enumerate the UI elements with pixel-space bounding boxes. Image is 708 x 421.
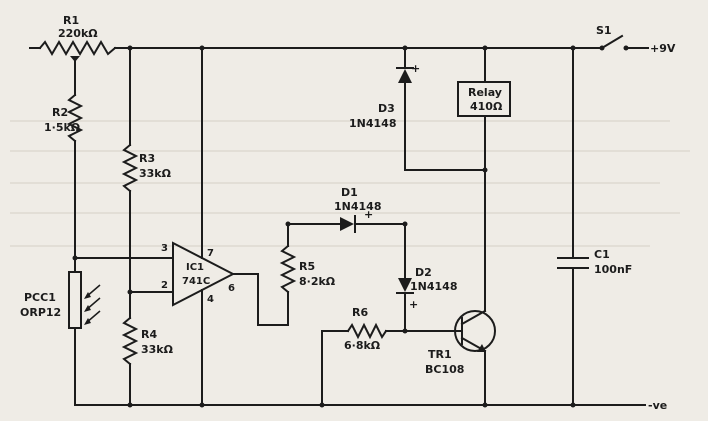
junction-r6-d2: [402, 328, 408, 334]
transistor-tr1: [454, 169, 496, 406]
opamp-output-wire: [232, 273, 289, 326]
junction-relay-collector: [482, 167, 488, 173]
supply-label: +9V: [650, 42, 676, 55]
r5-label: R5: [299, 260, 315, 273]
tr1-value: BC108: [425, 363, 464, 376]
resistor-r6: [321, 322, 463, 406]
switch-s1: [599, 34, 629, 51]
resistor-r1: [38, 40, 117, 65]
r1-label: R1: [63, 14, 79, 27]
c1-value: 100nF: [594, 263, 632, 276]
d1-label: D1: [341, 186, 358, 199]
d2-value: 1N4148: [410, 280, 457, 293]
c1-label: C1: [594, 248, 610, 261]
pcc1-label: PCC1: [24, 291, 56, 304]
r5-value: 8·2kΩ: [299, 275, 336, 288]
relay-value: 410Ω: [470, 100, 503, 113]
pin3-label: 3: [161, 243, 168, 254]
tr1-label: TR1: [428, 348, 452, 361]
resistor-r2: [66, 61, 84, 259]
junction-dots: [72, 45, 576, 408]
r3-value: 33kΩ: [139, 167, 172, 180]
d1-value: 1N4148: [334, 200, 381, 213]
r4-label: R4: [141, 328, 157, 341]
r1-value: 220kΩ: [58, 27, 98, 40]
r3-label: R3: [139, 152, 155, 165]
capacitor-c1: [557, 47, 589, 406]
d1-plus: +: [364, 208, 373, 221]
relay-label: Relay: [468, 86, 502, 99]
photoresistor-pcc1: [68, 257, 101, 406]
pin2-label: 2: [161, 280, 168, 291]
ic1-bottom-label: 741C: [182, 276, 210, 287]
r2-value: 1·5kΩ: [44, 121, 81, 134]
background-bleed-text: [10, 120, 690, 247]
d2-label: D2: [415, 266, 432, 279]
resistor-r3: [121, 47, 139, 319]
d3-value: 1N4148: [349, 117, 396, 130]
pin6-label: 6: [228, 283, 235, 294]
r4-value: 33kΩ: [141, 343, 174, 356]
opamp-ic1: [74, 47, 236, 406]
diode-d3: [396, 47, 486, 171]
r6-label: R6: [352, 306, 368, 319]
pin4-label: 4: [207, 294, 214, 305]
resistor-r5: [279, 223, 297, 294]
negative-label: -ve: [648, 399, 667, 412]
pin7-label: 7: [207, 248, 214, 259]
ic1-top-label: IC1: [186, 262, 204, 273]
d2-plus: +: [409, 298, 418, 311]
relay-coil: [457, 47, 511, 171]
diode-d2: [396, 223, 414, 332]
d3-plus: +: [411, 62, 420, 75]
r6-value: 6·8kΩ: [344, 339, 381, 352]
s1-label: S1: [596, 24, 612, 37]
diode-d1: [287, 215, 406, 233]
pcc1-value: ORP12: [20, 306, 61, 319]
resistor-r4: [121, 316, 139, 406]
d3-label: D3: [378, 102, 395, 115]
r2-label: R2: [52, 106, 68, 119]
